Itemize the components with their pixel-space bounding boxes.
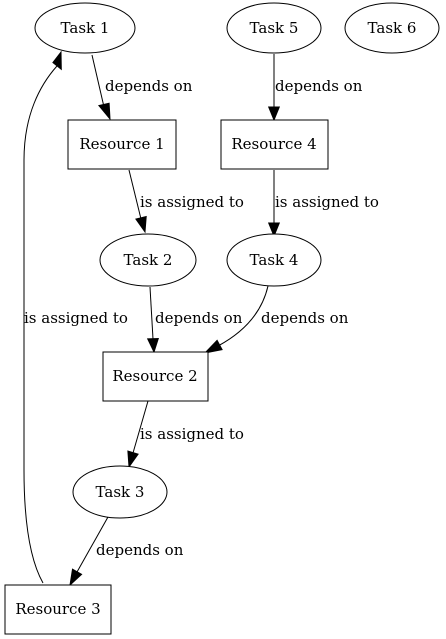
edge-task3-resource3: depends on [69,516,184,587]
edge-task2-resource2: depends on [146,286,243,354]
node-task4[interactable]: Task 4 [226,233,322,287]
edge-task4-resource2: depends on [203,285,349,354]
node-label: Task 5 [250,19,299,37]
node-label: Task 6 [368,19,417,37]
node-task5[interactable]: Task 5 [226,2,322,54]
edge-label: is assigned to [140,193,244,211]
node-label: Task 4 [250,251,299,269]
node-task1[interactable]: Task 1 [34,2,136,54]
edge-resource1-task2: is assigned to [128,169,244,234]
edge-resource4-task4: is assigned to [267,170,379,238]
node-box [102,351,209,402]
node-ellipse [344,2,440,54]
node-label: Task 1 [61,19,110,37]
node-label: Resource 2 [112,367,197,385]
edge-label: depends on [261,309,349,327]
edge-line [91,54,105,108]
edge-label: depends on [96,541,184,559]
node-label: Resource 3 [15,600,100,618]
edge-label: is assigned to [275,193,379,211]
node-task6[interactable]: Task 6 [344,2,440,54]
node-box [220,119,329,170]
node-resource1[interactable]: Resource 1 [67,119,177,170]
arrowhead [203,339,223,354]
arrowhead [135,215,147,234]
node-box [67,119,177,170]
node-label: Task 2 [124,251,173,269]
node-ellipse [72,465,168,519]
node-label: Resource 4 [231,135,316,153]
edge-line [23,65,58,584]
edge-label: is assigned to [24,309,128,327]
node-resource4[interactable]: Resource 4 [220,119,329,170]
edge-label: depends on [155,309,243,327]
edge-line [217,285,269,347]
node-box [4,584,112,635]
arrowhead [127,450,139,469]
edge-resource2-task3: is assigned to [127,400,244,469]
node-resource2[interactable]: Resource 2 [102,351,209,402]
node-label: Task 3 [96,483,145,501]
edge-label: depends on [275,77,363,95]
node-task3[interactable]: Task 3 [72,465,168,519]
edge-resource3-task1: is assigned to [23,50,128,584]
node-ellipse [226,233,322,287]
arrowhead [267,222,281,238]
edge-line [132,400,149,454]
arrowhead [267,106,281,122]
node-ellipse [34,2,136,54]
edge-label: is assigned to [140,425,244,443]
node-resource3[interactable]: Resource 3 [4,584,112,635]
arrowhead [97,102,111,121]
edge-task5-resource4: depends on [267,54,363,122]
node-ellipse [99,233,197,287]
arrowhead [52,50,62,71]
edge-task1-resource1: depends on [91,54,193,121]
arrowhead [146,337,159,354]
node-label: Resource 1 [79,135,164,153]
edge-line [128,169,142,220]
arrowhead [69,568,83,587]
edge-label: depends on [105,77,193,95]
edge-line [76,516,109,573]
node-ellipse [226,2,322,54]
node-task2[interactable]: Task 2 [99,233,197,287]
edge-line [149,286,154,340]
